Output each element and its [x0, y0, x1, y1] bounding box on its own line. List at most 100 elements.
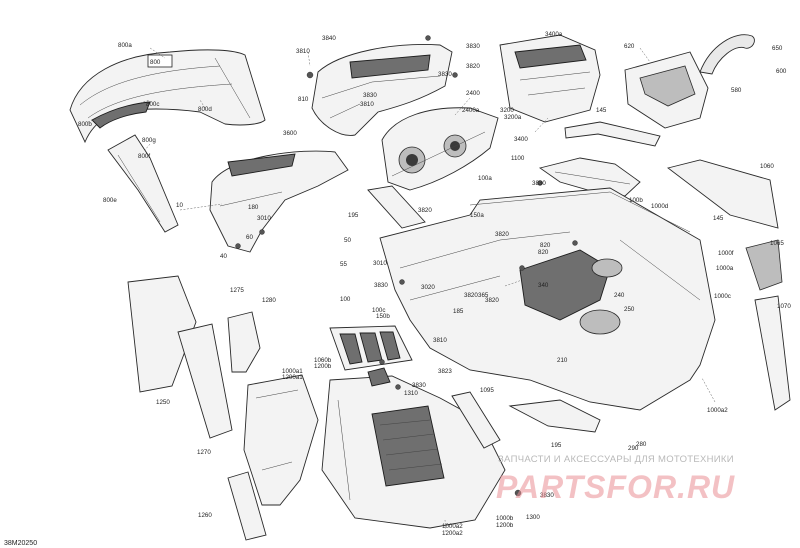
callout-label: 3820 [495, 231, 509, 238]
callout-label: 195 [348, 212, 359, 219]
callout-label: 800 [150, 59, 161, 66]
callout-label: 600 [776, 68, 787, 75]
part-panel-1065 [745, 239, 783, 291]
callout-label: 800c [146, 101, 159, 108]
part-vent-grille-100 [329, 325, 413, 371]
callout-label: 1000a [716, 265, 734, 272]
callout-label: 3400a [545, 31, 563, 38]
part-bracket-800e [107, 134, 179, 233]
callout-label: 820 [538, 249, 549, 256]
callout-label: 195 [551, 442, 562, 449]
callout-label: 1000a2 [707, 407, 728, 414]
callout-label: 3200 [500, 107, 514, 114]
part-panel-1270 [177, 323, 233, 439]
callout-label: 1200a1 [282, 374, 303, 381]
part-trim-195 [367, 185, 426, 229]
callout-label: 1000a2 [442, 523, 463, 530]
part-handle-650 [699, 34, 755, 75]
callout-label: 40 [220, 253, 227, 260]
callout-label: 1300 [526, 514, 540, 521]
callout-label: 1000a1 [282, 368, 303, 375]
callout-label: 3810 [296, 48, 310, 55]
callout-label: 100a [478, 175, 492, 182]
callout-label: 3200a [504, 114, 522, 121]
part-tray-3400 [499, 34, 601, 123]
watermark-tagline: ЗАПЧАСТИ И АКСЕССУАРЫ ДЛЯ МОТОТЕХНИКИ [498, 454, 734, 465]
part-panel-1250 [127, 275, 197, 393]
part-gauge-bezel-580 [624, 51, 709, 129]
callout-label: 1100 [511, 155, 525, 162]
callout-label: 800f [138, 153, 150, 160]
callout-label: 290 [628, 445, 639, 452]
callout-label: 60 [246, 234, 253, 241]
part-front-fairing [69, 49, 266, 144]
callout-label: 10 [176, 202, 183, 209]
callout-label: 145 [596, 107, 607, 114]
callout-label: 1275 [230, 287, 244, 294]
part-panel-1280 [227, 311, 261, 373]
callout-label: 3400 [514, 136, 528, 143]
callout-label: 210 [557, 357, 568, 364]
callout-label: 3830 [363, 92, 377, 99]
callout-label: 650 [772, 45, 783, 52]
callout-label: 150b [376, 313, 390, 320]
callout-label: 820 [540, 242, 551, 249]
callout-label: 3830 [466, 43, 480, 50]
callout-label: 1070 [777, 303, 791, 310]
callout-label: 3830 [532, 180, 546, 187]
callout-label: 3010 [257, 215, 271, 222]
callout-label: 3820 [485, 297, 499, 304]
part-side-panel-1060 [666, 159, 779, 229]
callout-label: 100b [629, 197, 643, 204]
callout-label: 1260 [198, 512, 212, 519]
callout-labels: 800a800800c800d800b800g800f800e384038108… [78, 31, 791, 537]
part-trim-1070 [754, 295, 791, 411]
part-lower-panel-1000a1 [243, 374, 319, 506]
part-trim-1095 [451, 391, 501, 449]
leader-lines [87, 47, 716, 533]
callout-label: 3823 [438, 368, 452, 375]
callout-label: 3600 [283, 130, 297, 137]
callout-label: 185 [453, 308, 464, 315]
fasteners [235, 35, 578, 497]
callout-label: 1000c [714, 293, 731, 300]
callout-label: 800g [142, 137, 156, 144]
callout-label: 3020 [421, 284, 435, 291]
callout-label: 800e [103, 197, 117, 204]
callout-label: 580 [731, 87, 742, 94]
callout-label: 3830 [540, 492, 554, 499]
callout-label: 620 [624, 43, 635, 50]
part-inner-panel-3600 [311, 44, 453, 136]
part-main-console [379, 187, 716, 411]
callout-label: 1095 [480, 387, 494, 394]
callout-label: 1060b [314, 357, 332, 364]
callout-label: 800a [118, 42, 132, 49]
callout-label: 50 [344, 237, 351, 244]
callout-label: 3830 [438, 71, 452, 78]
part-bracket-1100 [538, 157, 641, 197]
callout-label: 365 [478, 292, 489, 299]
callout-label: 100 [340, 296, 351, 303]
callout-label: 1060 [760, 163, 774, 170]
callout-label: 3810 [433, 337, 447, 344]
callout-label: 1310 [404, 390, 418, 397]
callout-label: 1280 [262, 297, 276, 304]
callout-label: 340 [538, 282, 549, 289]
callout-label: 1250 [156, 399, 170, 406]
callout-label: 150a [470, 212, 484, 219]
part-trim-196 [508, 399, 601, 433]
callout-label: 3830 [412, 382, 426, 389]
callout-label: 1000d [651, 203, 669, 210]
callout-label: 800d [198, 106, 212, 113]
callout-label: 1270 [197, 449, 211, 456]
callout-label: 1200a2 [442, 530, 463, 537]
callout-label: 1000f [718, 250, 734, 257]
callout-label: 250 [624, 306, 635, 313]
callout-label: 1065 [770, 240, 784, 247]
watermark-logo: PARTSFOR.RU [496, 469, 735, 505]
reference-code: 38M20250 [4, 540, 37, 547]
part-piece-1260 [227, 471, 267, 541]
callout-label: 180 [248, 204, 259, 211]
callout-label: 3830 [374, 282, 388, 289]
